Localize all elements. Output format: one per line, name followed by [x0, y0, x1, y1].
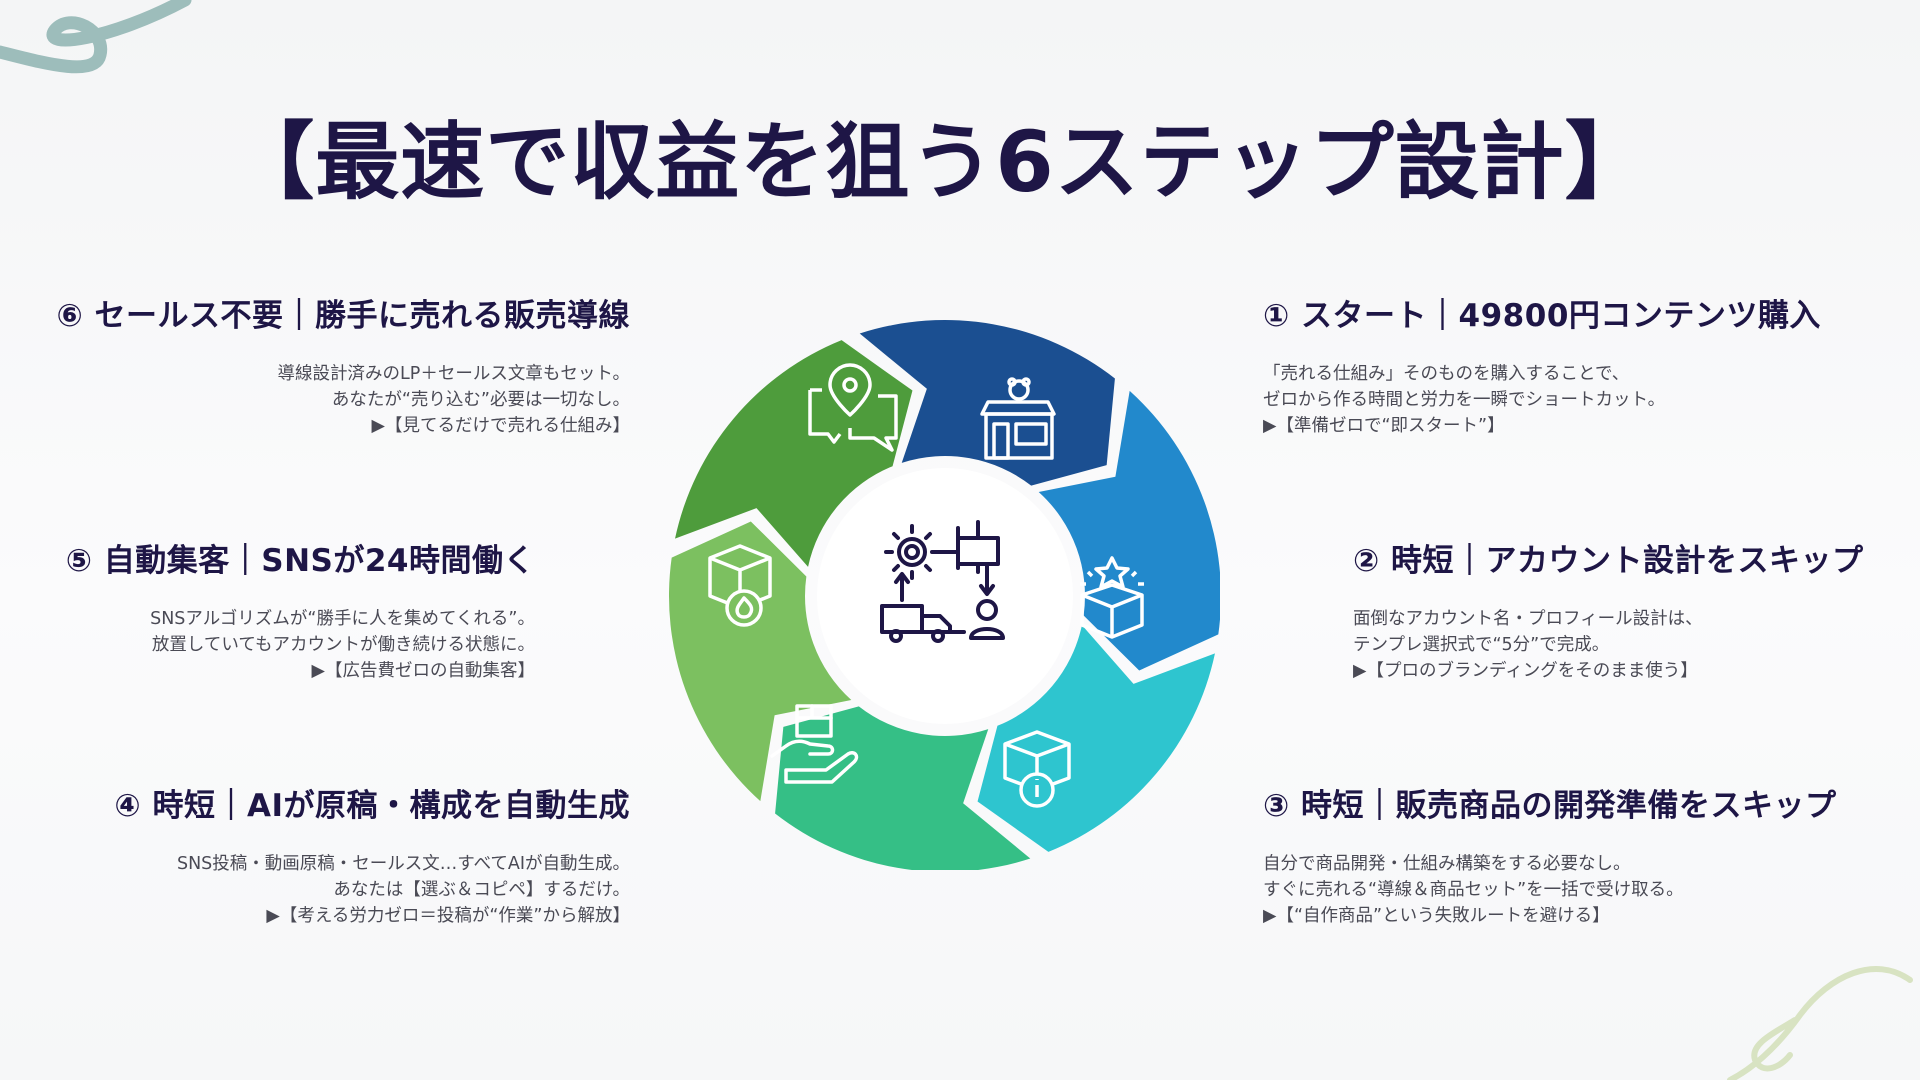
cycle-center: [817, 468, 1073, 724]
location-chat-icon: [808, 363, 898, 452]
step-6: ⑥ セールス不要｜勝手に売れる販売導線 導線設計済みのLP＋セールス文章もセット…: [56, 290, 630, 439]
step-3-line-2: すぐに売れる“導線＆商品セット”を一括で受け取る。: [1263, 880, 1684, 900]
step-2-heading: ② 時短｜アカウント設計をスキップ: [1353, 543, 1864, 579]
logistics-center-icon: [880, 520, 1005, 643]
step-3-line-1: 自分で商品開発・仕組み構築をする必要なし。: [1263, 854, 1631, 874]
step-2-line-1: 面倒なアカウント名・プロフィール設計は、: [1353, 609, 1703, 629]
cycle-segment-2: [1038, 390, 1220, 671]
cycle-segment-6: [675, 340, 913, 567]
step-6-line-2: あなたが“売り込む”必要は一切なし。: [331, 390, 630, 410]
step-5-line-2: 放置していてもアカウントが働き続ける状態に。: [151, 635, 535, 655]
step-5: ⑤ 自動集客｜SNSが24時間働く SNSアルゴリズムが“勝手に人を集めてくれる…: [66, 535, 535, 684]
decorative-swirl-top-left: [0, 0, 192, 74]
step-2: ② 時短｜アカウント設計をスキップ 面倒なアカウント名・プロフィール設計は、 テ…: [1353, 535, 1864, 684]
step-4-line-3: ▶【考える労力ゼロ＝投稿が“作業”から解放】: [266, 906, 630, 926]
gift-box-stars-icon: [1080, 556, 1144, 639]
cycle-segment-5: [669, 521, 852, 802]
step-5-heading: ⑤ 自動集客｜SNSが24時間働く: [65, 543, 535, 579]
step-3: ③ 時短｜販売商品の開発準備をスキップ 自分で商品開発・仕組み構築をする必要なし…: [1263, 780, 1837, 929]
package-info-icon: [1003, 730, 1071, 808]
step-4-line-1: SNS投稿・動画原稿・セールス文…すべてAIが自動生成。: [176, 854, 630, 874]
step-1-line-1: 「売れる仕組み」そのものを購入することで、: [1263, 364, 1630, 384]
page-title: 【最速で収益を狙う6ステップ設計】: [230, 113, 1650, 211]
step-3-line-3: ▶【“自作商品”という失敗ルートを避ける】: [1263, 906, 1610, 926]
step-1: ① スタート｜49800円コンテンツ購入 「売れる仕組み」そのものを購入すること…: [1263, 290, 1821, 439]
step-6-heading: ⑥ セールス不要｜勝手に売れる販売導線: [56, 298, 630, 334]
six-step-cycle-diagram: [669, 320, 1220, 870]
step-5-line-1: SNSアルゴリズムが“勝手に人を集めてくれる”。: [150, 609, 535, 629]
box-fire-icon: [708, 544, 772, 627]
step-5-line-3: ▶【広告費ゼロの自動集客】: [311, 661, 535, 681]
hand-package-icon: [770, 704, 859, 784]
shop-icon: [980, 377, 1056, 460]
step-4: ④ 時短｜AIが原稿・構成を自動生成 SNS投稿・動画原稿・セールス文…すべてA…: [114, 780, 630, 929]
step-4-heading: ④ 時短｜AIが原稿・構成を自動生成: [114, 788, 630, 824]
step-3-heading: ③ 時短｜販売商品の開発準備をスキップ: [1263, 788, 1837, 824]
cycle-segment-4: [775, 706, 1031, 870]
step-6-line-1: 導線設計済みのLP＋セールス文章もセット。: [277, 364, 630, 384]
step-1-line-3: ▶【準備ゼロで“即スタート”】: [1263, 416, 1505, 436]
step-1-heading: ① スタート｜49800円コンテンツ購入: [1263, 298, 1821, 334]
step-6-line-3: ▶【見てるだけで売れる仕組み】: [371, 416, 630, 436]
step-2-line-2: テンプレ選択式で“5分”で完成。: [1353, 635, 1610, 655]
step-1-line-2: ゼロから作る時間と労力を一瞬でショートカット。: [1263, 390, 1666, 410]
step-2-line-3: ▶【プロのブランディングをそのまま使う】: [1353, 661, 1698, 681]
decorative-swirl-bottom-right: [1727, 966, 1913, 1080]
step-4-line-2: あなたは【選ぶ＆コピペ】するだけ。: [333, 880, 630, 900]
